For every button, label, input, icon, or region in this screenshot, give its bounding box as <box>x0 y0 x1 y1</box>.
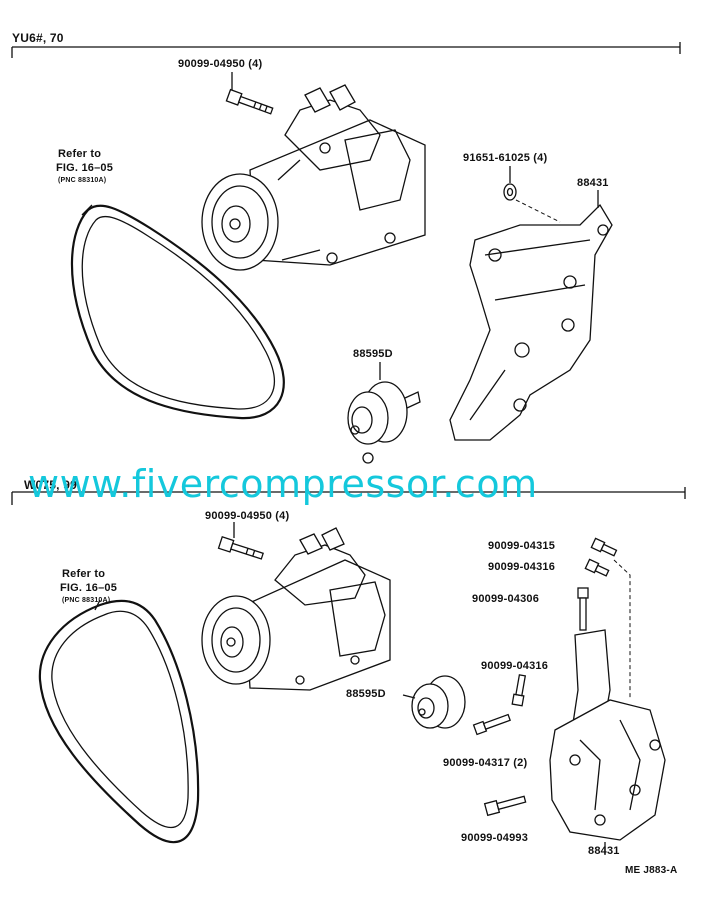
section-2-idler-label: 88595D <box>346 688 386 700</box>
nut-1-dashed-leader <box>515 199 561 223</box>
section-1-frame <box>11 42 681 58</box>
drawing-code: ME J883-A <box>625 865 678 876</box>
section-2-bolt-f-label: 90099-04993 <box>461 832 529 844</box>
bolt-f <box>483 795 527 817</box>
section-2-belt-ref-line-3: (PNC 88310A) <box>62 597 111 604</box>
section-1-bolt-label: 90099-04950 (4) <box>178 58 263 70</box>
section-1-belt-ref-line-3: (PNC 88310A) <box>58 177 107 184</box>
drive-belt-2 <box>38 599 200 844</box>
section-2-bolt-c-label: 90099-04306 <box>472 593 540 605</box>
bolt-d <box>511 674 527 707</box>
watermark-url: www.fivercompressor.com <box>28 462 538 506</box>
section-2-belt-ref-line-2: FIG. 16–05 <box>60 582 118 594</box>
bolt-2 <box>217 536 264 560</box>
section-2-bolt-e-label: 90099-04317 (2) <box>443 757 528 769</box>
bolt-ab-dashed-leader <box>613 559 631 700</box>
section-2-bolt-b-label: 90099-04316 <box>488 561 556 573</box>
section-2-header: W075, 99 <box>24 478 77 492</box>
bolt-1 <box>225 88 274 115</box>
idler-pulley-2 <box>411 675 466 729</box>
ac-compressor-1 <box>201 84 426 271</box>
compressor-bracket-2 <box>549 629 666 841</box>
section-1-nut-label: 91651-61025 (4) <box>463 152 548 164</box>
section-2-frame <box>11 487 686 505</box>
idler-pulley-1 <box>347 381 421 464</box>
section-1-header: YU6#, 70 <box>12 31 64 45</box>
bolt-e <box>472 713 511 736</box>
ac-compressor-2 <box>201 527 391 691</box>
idler-2-leader <box>402 694 416 699</box>
section-2-bolt-a-label: 90099-04315 <box>488 540 556 552</box>
bolt-a <box>590 537 618 557</box>
section-2-bolt-label: 90099-04950 (4) <box>205 510 290 522</box>
section-2-bolt-d-label: 90099-04316 <box>481 660 549 672</box>
bolt-c <box>577 587 589 631</box>
section-1-belt-ref-line-2: FIG. 16–05 <box>56 162 114 174</box>
compressor-bracket-1 <box>449 203 613 441</box>
belt-1-leader <box>81 204 93 216</box>
section-1-belt-ref-line-1: Refer to <box>58 148 102 160</box>
section-1-idler-label: 88595D <box>353 348 393 360</box>
section-2-belt-ref-line-1: Refer to <box>62 568 106 580</box>
belt-2-leader <box>94 599 101 611</box>
section-2-bracket-label: 88431 <box>588 845 620 857</box>
nut-1 <box>503 183 517 201</box>
drive-belt-1 <box>70 204 285 420</box>
bolt-b <box>584 558 610 577</box>
section-1-bracket-label: 88431 <box>577 177 609 189</box>
